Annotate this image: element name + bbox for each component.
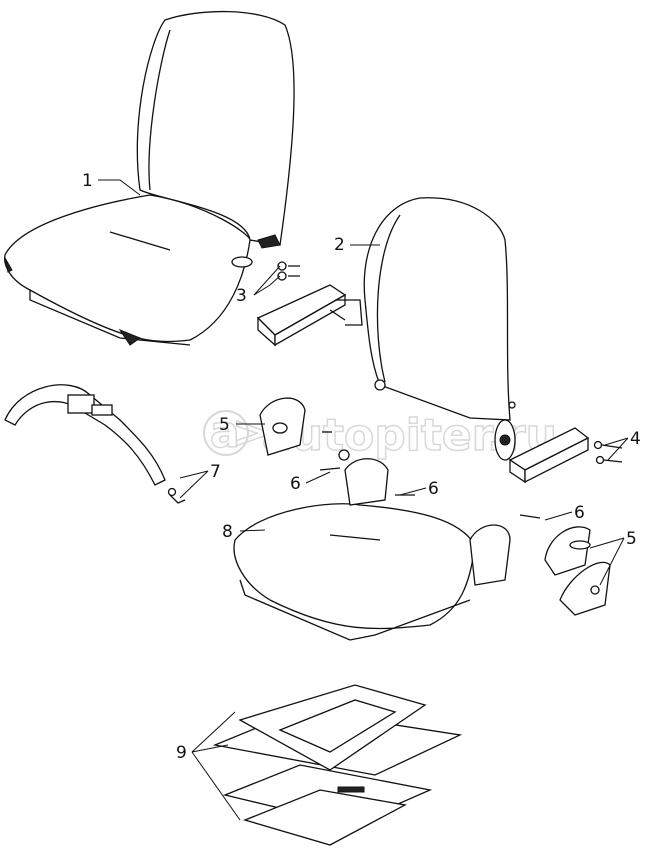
seat-belt-drawing xyxy=(4,384,186,504)
label-right-armrest: 4 xyxy=(630,429,641,449)
seat-assembly-drawing xyxy=(4,10,295,346)
leader-lines xyxy=(98,179,629,821)
label-seat-assembly: 1 xyxy=(82,171,93,191)
watermark-logo-icon: a xyxy=(210,407,240,458)
label-fasteners-c: 6 xyxy=(574,503,585,523)
label-backrest: 2 xyxy=(334,235,345,255)
label-seat-cushion: 8 xyxy=(222,522,233,542)
right-bracket-drawing xyxy=(544,526,611,616)
label-fasteners-a: 6 xyxy=(290,474,301,494)
left-bracket-drawing xyxy=(259,397,332,456)
label-seat-belt: 7 xyxy=(210,462,221,482)
label-left-armrest: 3 xyxy=(236,286,247,306)
label-seat-base-frame: 9 xyxy=(176,743,187,763)
right-armrest-drawing xyxy=(508,427,623,484)
seat-cushion-drawing xyxy=(233,449,541,641)
seat-base-frame-drawing xyxy=(212,684,463,846)
label-fasteners-b: 6 xyxy=(428,479,439,499)
label-bracket-right: 5 xyxy=(626,529,637,549)
backrest-drawing xyxy=(363,197,516,461)
left-armrest-drawing xyxy=(256,261,363,347)
label-bracket-left: 5 xyxy=(219,415,230,435)
